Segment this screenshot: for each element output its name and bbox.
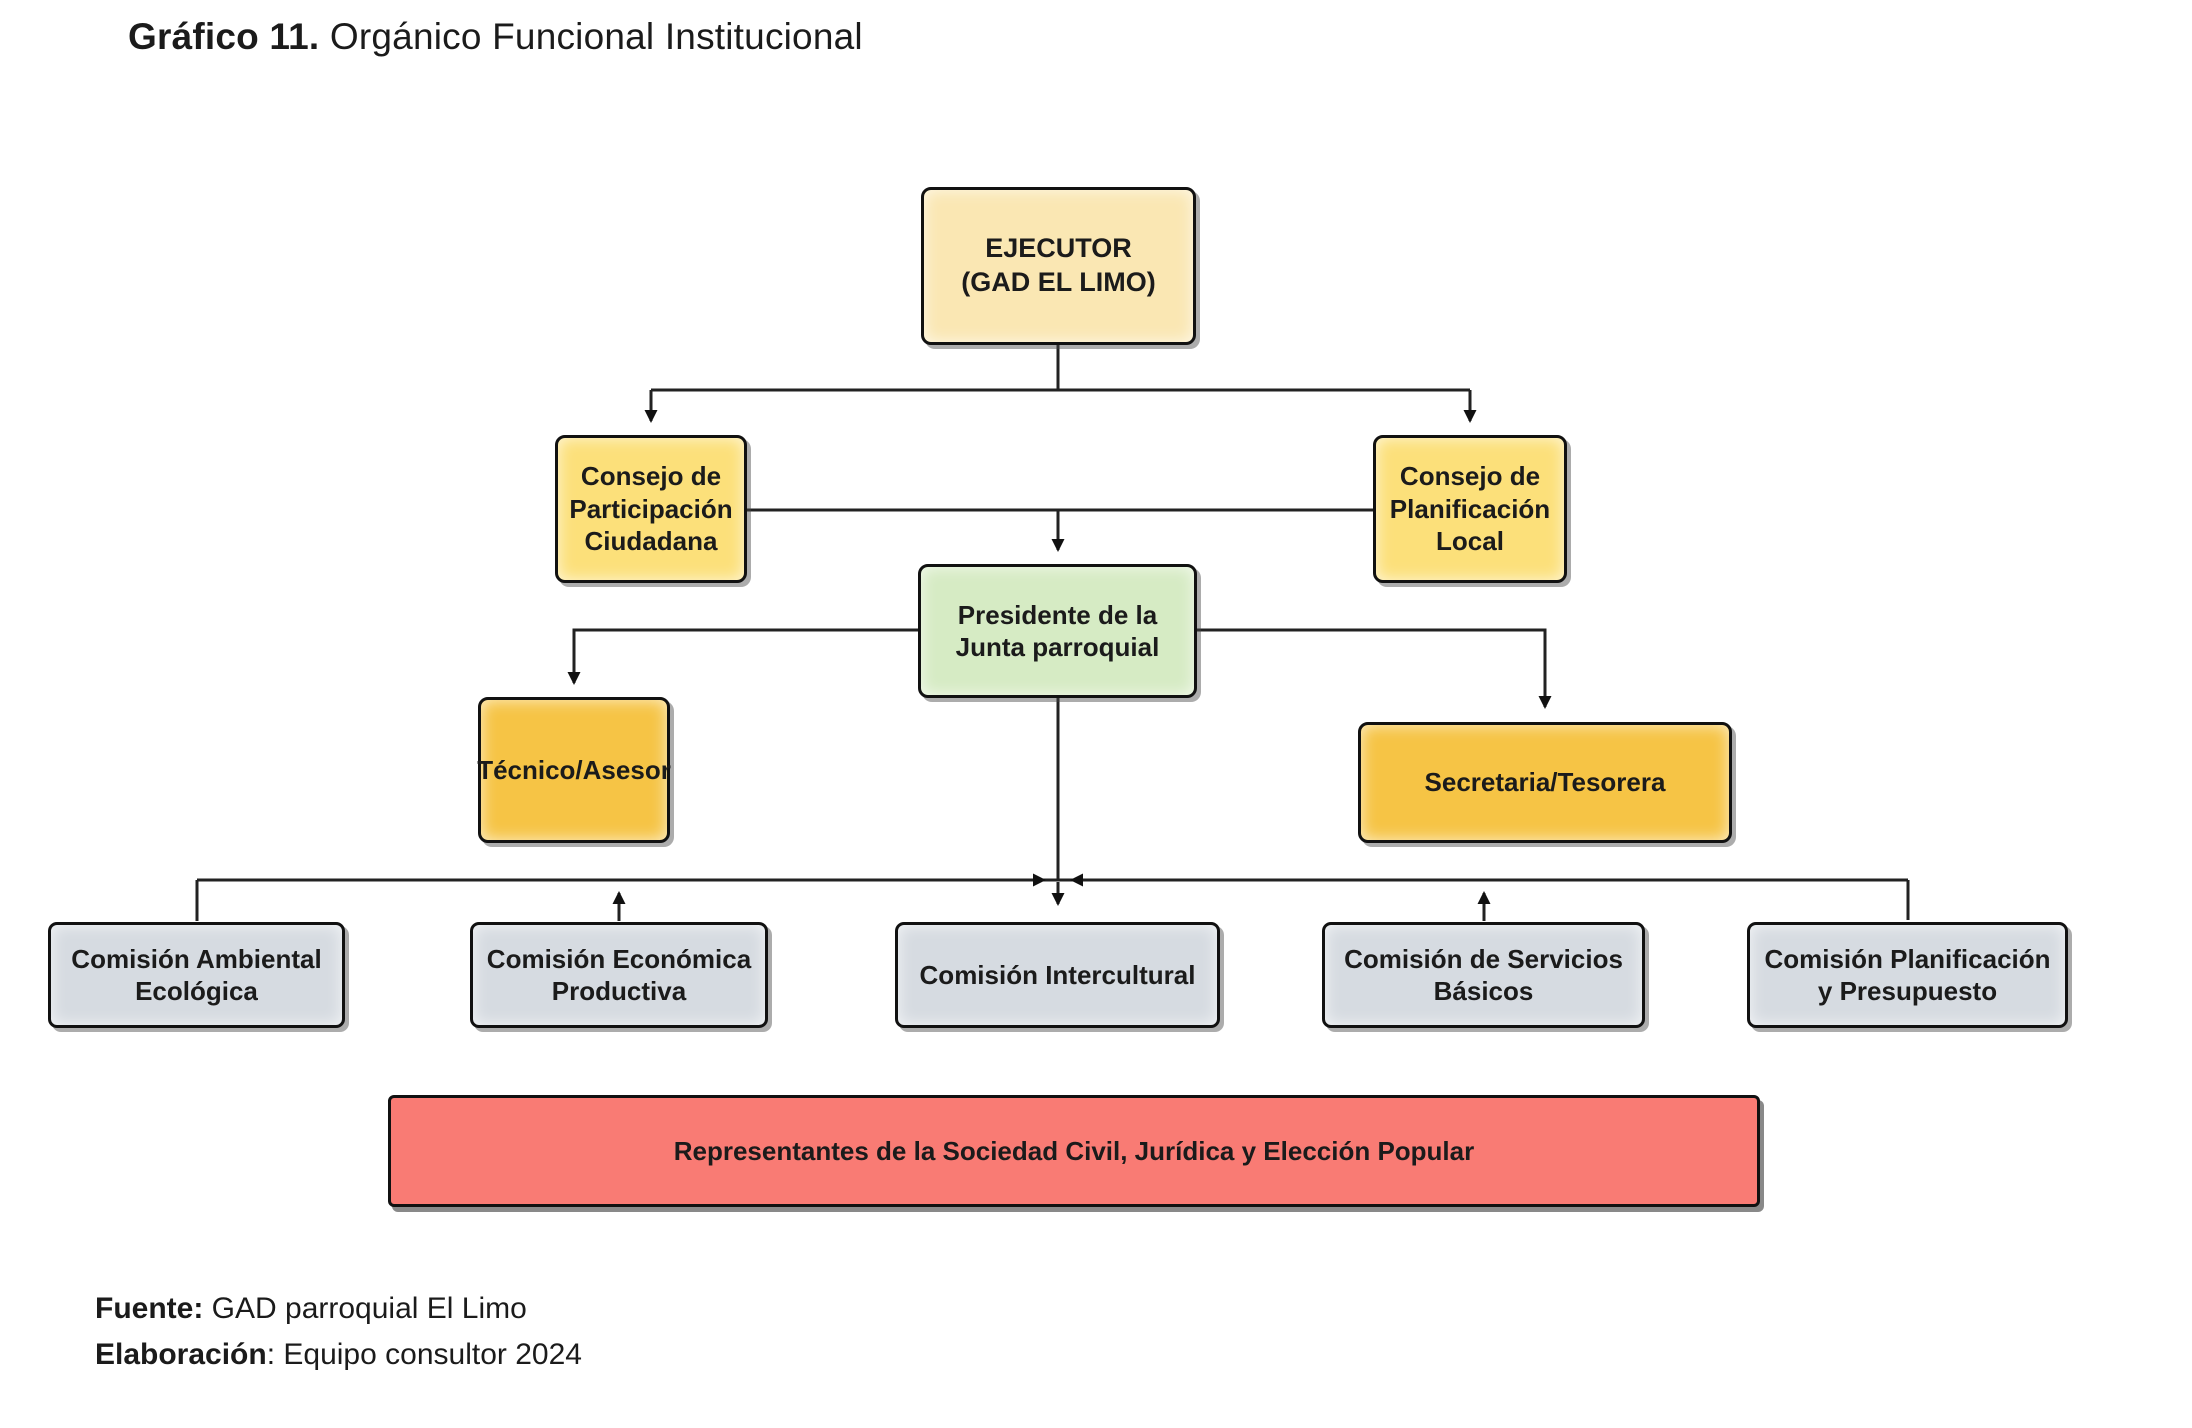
footer-fuente-label: Fuente:: [95, 1292, 204, 1325]
footer-fuente-value: GAD parroquial El Limo: [203, 1292, 527, 1325]
node-comision-planificacion-label: Comisión Planificación y Presupuesto: [1764, 943, 2051, 1007]
footer-elaboracion: Elaboración: Equipo consultor 2024: [95, 1332, 582, 1378]
node-comision-planificacion: Comisión Planificación y Presupuesto: [1747, 922, 2068, 1028]
edge-to-secretaria: [1197, 628, 1552, 709]
node-comision-ambiental-label: Comisión Ambiental Ecológica: [71, 943, 322, 1007]
node-tecnico-asesor: Técnico/Asesor: [477, 697, 671, 843]
node-comision-economica-label: Comisión Económica Productiva: [486, 943, 752, 1007]
node-secretaria-tesorera-label: Secretaria/Tesorera: [1424, 767, 1666, 798]
node-comision-intercultural: Comisión Intercultural: [895, 922, 1220, 1028]
node-tecnico-asesor-label: Técnico/Asesor: [477, 754, 671, 785]
node-representantes-label: Representantes de la Sociedad Civil, Jur…: [673, 1135, 1475, 1166]
footer-elaboracion-value: : Equipo consultor 2024: [266, 1338, 582, 1371]
node-presidente: Presidente de la Junta parroquial: [918, 564, 1197, 698]
node-comision-ambiental: Comisión Ambiental Ecológica: [48, 922, 345, 1028]
node-ejecutor: EJECUTOR (GAD EL LIMO): [921, 187, 1196, 345]
edge-to-tecnico: [567, 628, 918, 685]
title-number: Gráfico 11.: [128, 16, 320, 57]
node-presidente-label: Presidente de la Junta parroquial: [955, 599, 1160, 663]
footer-elaboracion-label: Elaboración: [95, 1338, 267, 1371]
footer-fuente: Fuente: GAD parroquial El Limo: [95, 1286, 582, 1332]
node-ejecutor-label: EJECUTOR (GAD EL LIMO): [961, 233, 1156, 297]
title-text: Orgánico Funcional Institucional: [319, 16, 863, 57]
node-representantes: Representantes de la Sociedad Civil, Jur…: [388, 1095, 1760, 1207]
node-consejo-participacion-label: Consejo de Participación Ciudadana: [569, 461, 733, 557]
page-title: Gráfico 11. Orgánico Funcional Instituci…: [128, 16, 863, 58]
node-consejo-participacion: Consejo de Participación Ciudadana: [555, 435, 747, 583]
node-comision-intercultural-label: Comisión Intercultural: [919, 959, 1196, 990]
node-consejo-planificacion: Consejo de Planificación Local: [1373, 435, 1567, 583]
footer: Fuente: GAD parroquial El Limo Elaboraci…: [95, 1286, 582, 1378]
node-comision-economica: Comisión Económica Productiva: [470, 922, 768, 1028]
node-comision-servicios: Comisión de Servicios Básicos: [1322, 922, 1645, 1028]
node-comision-servicios-label: Comisión de Servicios Básicos: [1344, 943, 1623, 1007]
node-consejo-planificacion-label: Consejo de Planificación Local: [1389, 461, 1551, 557]
node-secretaria-tesorera: Secretaria/Tesorera: [1358, 722, 1732, 843]
